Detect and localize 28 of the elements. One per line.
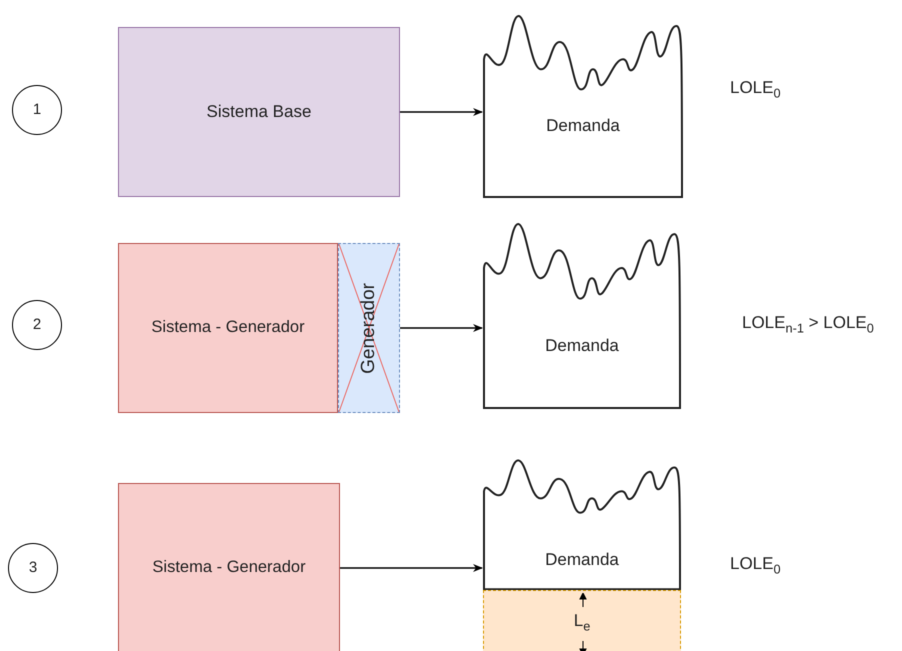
step-number: 2 [32, 316, 42, 334]
lole-label: LOLE$_{n-1}$ > LOLE$_{0}$ [742, 313, 874, 336]
node-label: Sistema Base [206, 102, 312, 122]
lole-label: LOLE$_{0}$ [730, 554, 781, 576]
step-circle [8, 543, 58, 593]
step-circle [12, 85, 62, 135]
node-label: Sistema - Generador [152, 558, 306, 578]
generator-box [338, 243, 400, 413]
step-number: 1 [32, 101, 42, 119]
lole-label: LOLE$_{0}$ [730, 78, 781, 100]
node-label: Sistema - Generador [151, 318, 305, 338]
step-number: 3 [28, 559, 38, 577]
node-label: Demanda [545, 550, 619, 570]
reserve-band [483, 590, 681, 651]
step-circle [12, 300, 62, 350]
arrow [400, 108, 483, 116]
demand-curve-shape [483, 459, 681, 590]
system-box [118, 483, 340, 651]
node-label: Demanda [545, 336, 619, 356]
system-box [118, 243, 338, 413]
dimension-label: L$_{e}$ [574, 611, 590, 634]
arrow [340, 564, 483, 572]
demand-curve-shape [483, 222, 681, 409]
node-label: Generador [358, 282, 380, 374]
system-box [118, 27, 400, 197]
demand-curve-shape [483, 14, 683, 198]
arrow [400, 324, 483, 332]
node-label: Demanda [546, 116, 620, 136]
